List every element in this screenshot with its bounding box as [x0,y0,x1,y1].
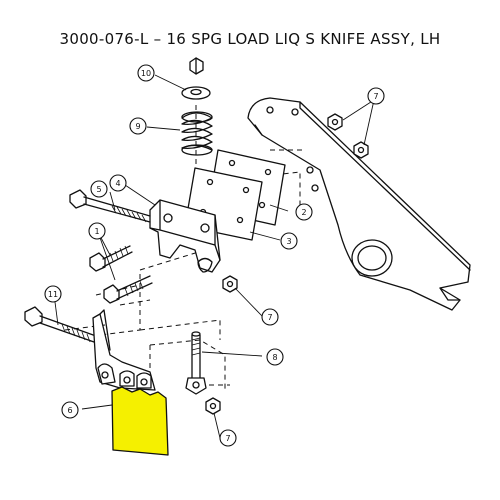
svg-text:7: 7 [225,434,230,443]
callout-7-bracket: 7 [261,308,279,326]
svg-text:7: 7 [373,92,378,101]
leader-lines [54,74,375,439]
part-7-nut-bracket [222,275,238,293]
mounting-arm [247,97,471,311]
knife-holder [92,309,156,391]
part-6-knife [111,386,169,456]
svg-text:11: 11 [48,290,58,299]
part-7-nut-arm-1 [327,113,343,131]
part-1-bolt-upper [89,245,133,272]
svg-text:2: 2 [301,208,306,217]
svg-text:10: 10 [141,69,151,78]
part-11-bolt [24,306,97,343]
part-7-nut-lower [205,397,221,415]
callout-5: 5 [90,180,108,198]
part-8-bolt [185,331,207,395]
diagram-title: 3000-076-L – 16 SPG LOAD LIQ S KNIFE ASS… [59,30,441,48]
callout-7-arm: 7 [367,87,385,105]
part-4-bracket [149,199,221,273]
svg-text:8: 8 [272,353,277,362]
svg-text:3: 3 [286,237,291,246]
svg-text:7: 7 [267,313,272,322]
callout-7-lower: 7 [219,429,237,447]
callout-1: 1 [88,222,106,240]
svg-text:5: 5 [96,185,101,194]
callout-11: 11 [44,285,62,303]
part-7-nut-arm-2 [353,141,369,159]
callout-10: 10 [137,64,155,82]
svg-text:6: 6 [67,406,72,415]
svg-text:1: 1 [94,227,99,236]
callout-4: 4 [109,174,127,192]
part-10-nut [181,57,211,100]
callout-3: 3 [280,232,298,250]
callout-6: 6 [61,401,79,419]
callout-9: 9 [129,117,147,135]
part-9-spring [181,111,213,156]
callout-8: 8 [266,348,284,366]
part-5-bolt [69,189,151,223]
svg-text:4: 4 [115,179,120,188]
part-1-bolt-lower [103,275,153,304]
callout-2: 2 [295,203,313,221]
svg-text:9: 9 [135,122,140,131]
